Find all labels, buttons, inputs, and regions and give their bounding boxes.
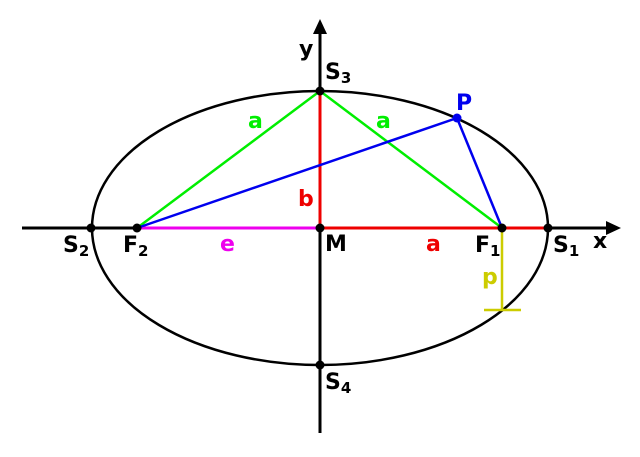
point-f1 [497,223,507,233]
label-s1: S1 [553,233,579,260]
label-s2: S2 [63,233,89,260]
label-f1: F1 [475,233,500,260]
blue-p-f1 [455,117,504,229]
point-s2 [86,223,96,233]
point-s1 [543,223,553,233]
point-p [452,113,462,123]
y-axis-arrow [313,19,327,34]
label-m: M [325,232,347,257]
point-m [315,223,325,233]
point-s3 [315,86,325,96]
label-a-right: a [376,109,391,134]
label-s3: S3 [325,60,351,87]
label-f2: F2 [123,233,148,260]
green-a-right [319,90,503,229]
label-a-axis: a [426,232,441,257]
label-e: e [220,232,235,257]
x-axis-label: x [593,229,607,254]
label-p-point: P [456,91,472,116]
label-s4: S4 [325,370,351,397]
label-p-segment: p [482,265,498,290]
point-f2 [132,223,142,233]
label-a-left: a [248,109,263,134]
green-a-left [136,89,321,230]
point-s4 [315,360,325,370]
x-axis-arrow [606,221,621,235]
blue-f2-p [136,116,458,230]
y-axis-label: y [299,37,313,62]
label-b: b [298,187,314,212]
